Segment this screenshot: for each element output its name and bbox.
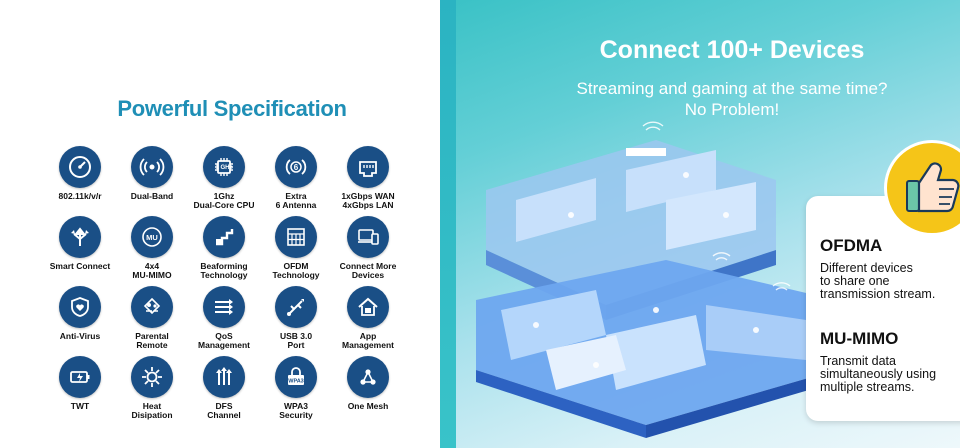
devices-icon bbox=[347, 216, 389, 258]
promo-subtitle-line2: No Problem! bbox=[684, 100, 780, 119]
spec-label: Heat Disipation bbox=[131, 401, 173, 420]
mimo-icon-text: MU bbox=[146, 233, 158, 242]
spec-item: 1xGbps WAN 4xGbps LAN bbox=[332, 146, 404, 210]
spec-label: 1xGbps WAN 4xGbps LAN bbox=[341, 191, 395, 210]
ofdma-desc-line2: to share one bbox=[820, 274, 890, 288]
spec-item: Beaforming Technology bbox=[188, 216, 260, 280]
spec-label: App Management bbox=[342, 331, 394, 350]
smart-connect-arrows-icon bbox=[59, 216, 101, 258]
spec-label: Connect More Devices bbox=[339, 261, 397, 280]
spec-item: Parental Remote bbox=[116, 286, 188, 350]
spec-item: DFS Channel bbox=[188, 356, 260, 420]
spec-item: 6 Extra 6 Antenna bbox=[260, 146, 332, 210]
spec-item: TWT bbox=[44, 356, 116, 420]
mumimo-desc-line3: multiple streams. bbox=[820, 380, 915, 394]
promo-title: Connect 100+ Devices bbox=[599, 36, 865, 64]
spec-label: 1Ghz Dual-Core CPU bbox=[193, 191, 255, 210]
ethernet-port-icon bbox=[347, 146, 389, 188]
spec-item: USB 3.0 Port bbox=[260, 286, 332, 350]
spec-label: One Mesh bbox=[347, 401, 389, 411]
spec-item: 1 GHz 1Ghz Dual-Core CPU bbox=[188, 146, 260, 210]
ofdm-grid-icon bbox=[275, 216, 317, 258]
spec-label: Smart Connect bbox=[49, 261, 111, 271]
mumimo-desc-line1: Transmit data bbox=[820, 354, 896, 368]
spec-label: OFDM Technology bbox=[272, 261, 320, 280]
battery-icon bbox=[59, 356, 101, 398]
promo-subtitle-line1: Streaming and gaming at the same time? bbox=[576, 79, 888, 98]
mesh-nodes-icon bbox=[347, 356, 389, 398]
spec-label: WPA3 Security bbox=[279, 401, 313, 420]
wifi-signal-icon bbox=[131, 146, 173, 188]
spec-item: Connect More Devices bbox=[332, 216, 404, 280]
antenna-icon-text: 6 bbox=[294, 163, 299, 172]
spec-item: MU 4x4 MU-MIMO bbox=[116, 216, 188, 280]
cpu-chip-icon: 1 GHz bbox=[203, 146, 245, 188]
panel-divider bbox=[440, 0, 456, 448]
speedometer-icon bbox=[59, 146, 101, 188]
mumimo-block: MU-MIMO Transmit data simultaneously usi… bbox=[820, 329, 936, 394]
usb-icon bbox=[275, 286, 317, 328]
wpa3-lock-icon: WPA3 bbox=[275, 356, 317, 398]
spec-label: Beaforming Technology bbox=[200, 261, 248, 280]
spec-title: Powerful Specification bbox=[117, 96, 347, 121]
mumimo-desc-line2: simultaneously using bbox=[820, 367, 937, 381]
smart-home-illustration bbox=[476, 121, 836, 438]
spec-label: QoS Management bbox=[198, 331, 250, 350]
spec-label: 4x4 MU-MIMO bbox=[132, 261, 172, 280]
cpu-icon-text: 1 GHz bbox=[215, 165, 232, 171]
qos-arrows-icon bbox=[203, 286, 245, 328]
spec-label: TWT bbox=[70, 401, 90, 411]
promo-subtitle: Streaming and gaming at the same time? N… bbox=[456, 78, 960, 120]
spec-label: DFS Channel bbox=[207, 401, 241, 420]
spec-label: 802.11k/v/r bbox=[58, 191, 102, 201]
spec-label: USB 3.0 Port bbox=[279, 331, 313, 350]
spec-label: Parental Remote bbox=[135, 331, 169, 350]
spec-item: QoS Management bbox=[188, 286, 260, 350]
spec-item: Smart Connect bbox=[44, 216, 116, 280]
spec-item: Heat Disipation bbox=[116, 356, 188, 420]
ofdma-desc-line1: Different devices bbox=[820, 261, 913, 275]
spec-item: Anti-Virus bbox=[44, 286, 116, 350]
spec-item: Dual-Band bbox=[116, 146, 188, 210]
heat-sun-icon bbox=[131, 356, 173, 398]
spec-label: Dual-Band bbox=[130, 191, 174, 201]
wpa3-icon-text: WPA3 bbox=[288, 379, 303, 385]
dfs-arrows-icon bbox=[203, 356, 245, 398]
spec-item: App Management bbox=[332, 286, 404, 350]
mumimo-title: MU-MIMO bbox=[820, 329, 899, 348]
beamforming-icon bbox=[203, 216, 245, 258]
ofdma-block: OFDMA Different devices to share one tra… bbox=[820, 236, 935, 301]
spec-item: One Mesh bbox=[332, 356, 404, 420]
spec-grid: 802.11k/v/r Dual-Band 1 GHz 1Ghz Dual-Co… bbox=[44, 146, 420, 420]
spec-item: 802.11k/v/r bbox=[44, 146, 116, 210]
shield-heart-icon bbox=[59, 286, 101, 328]
mu-mimo-icon: MU bbox=[131, 216, 173, 258]
antenna-icon: 6 bbox=[275, 146, 317, 188]
spec-item: OFDM Technology bbox=[260, 216, 332, 280]
parental-control-icon bbox=[131, 286, 173, 328]
spec-item: WPA3 WPA3 Security bbox=[260, 356, 332, 420]
ofdma-title: OFDMA bbox=[820, 236, 883, 255]
thumbs-up-icon bbox=[884, 140, 960, 236]
ofdma-desc-line3: transmission stream. bbox=[820, 287, 936, 301]
spec-label: Anti-Virus bbox=[59, 331, 101, 341]
home-app-icon bbox=[347, 286, 389, 328]
spec-label: Extra 6 Antenna bbox=[275, 191, 317, 210]
